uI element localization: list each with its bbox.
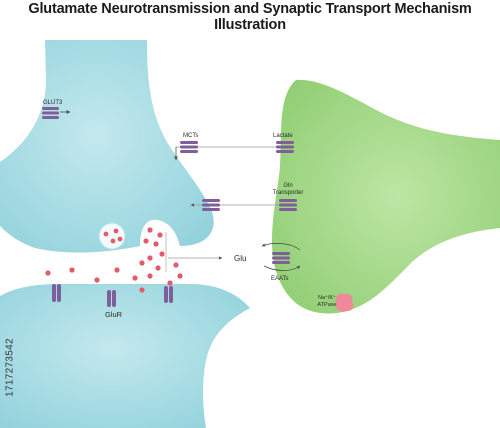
mcts-transporter: [180, 141, 198, 153]
gln-transporter-neuron: [202, 199, 220, 211]
na-k-atpase: [335, 293, 354, 313]
gln-transporter-label-line2: Transporter: [273, 190, 304, 196]
eaats-transporter: [272, 252, 290, 264]
glur-label: GluR: [105, 310, 123, 319]
lactate-label: Lactate: [273, 133, 293, 139]
vesicle-contents: [103, 228, 123, 244]
eaat-arrow-lower: [263, 265, 301, 271]
na-k-atpase-label-line1: Na⁺/K⁺: [318, 294, 336, 301]
glutamate-molecules: [45, 227, 183, 293]
glutamate-receptor-right: [164, 286, 173, 303]
stock-id: 1717273542: [4, 338, 16, 397]
mcts-label: MCTs: [183, 133, 198, 139]
presynaptic-neuron: [0, 40, 214, 253]
synaptic-vesicle: [98, 222, 126, 250]
gln-transporter-label-line1: Gln: [283, 183, 292, 189]
na-k-atpase-label-line2: ATPase: [317, 302, 336, 308]
eaats-label: EAATs: [271, 276, 289, 282]
diagram-title: Glutamate Neurotransmission and Synaptic…: [28, 1, 472, 33]
glutamate-receptor-left: [52, 284, 61, 302]
astrocyte: [272, 79, 500, 314]
glut3-label: GLUT3: [43, 100, 63, 106]
eaat-arrow-upper: [261, 243, 301, 251]
stock-id-strip: 1717273542: [4, 308, 16, 428]
glut3-transporter: [42, 107, 59, 119]
gln-transporter-astrocyte: [279, 199, 297, 211]
glu-label: Glu: [234, 254, 246, 263]
postsynaptic-neuron: [0, 284, 250, 428]
lactate-transporter: [276, 141, 294, 153]
glutamate-receptor-center: [107, 290, 116, 307]
